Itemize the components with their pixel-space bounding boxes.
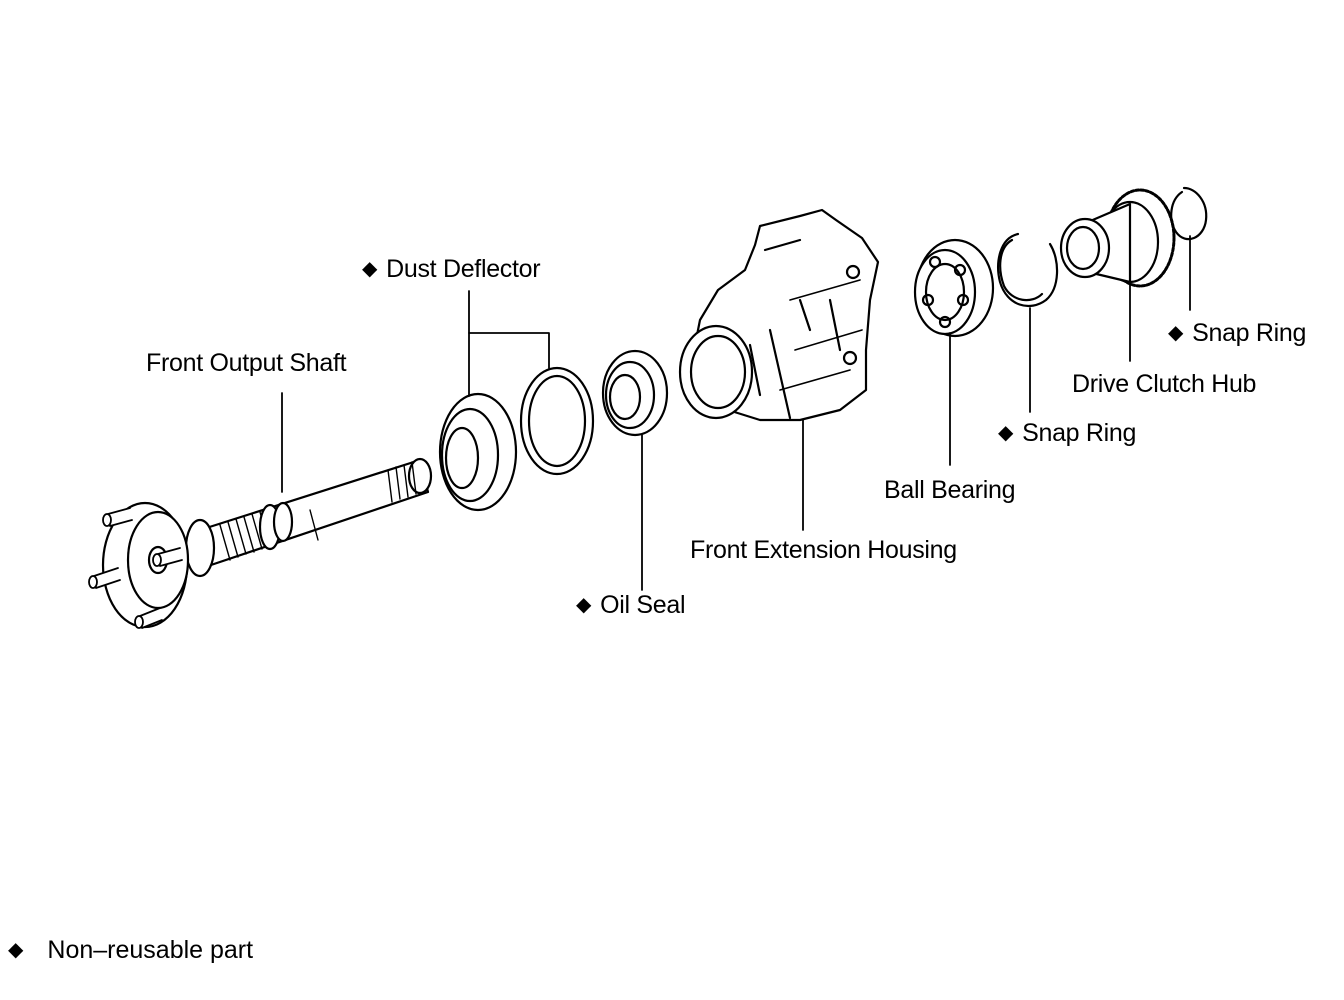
- ball-bearing-label: Ball Bearing: [884, 476, 1016, 504]
- snap-ring-2-drawing: [1170, 186, 1208, 311]
- front-extension-housing-label: Front Extension Housing: [690, 536, 957, 564]
- dust-deflector-label: ◆Dust Deflector: [362, 255, 541, 283]
- snap-ring-1-drawing: [997, 232, 1059, 413]
- non-reusable-marker-icon: ◆: [1168, 322, 1184, 344]
- oil-seal-drawing: [601, 349, 669, 591]
- front-output-shaft-drawing: [88, 392, 433, 629]
- non-reusable-marker-icon: ◆: [362, 258, 378, 280]
- ball-bearing-drawing: [913, 238, 995, 466]
- front-output-shaft-label: Front Output Shaft: [146, 349, 347, 377]
- drive-clutch-hub-drawing: [1059, 188, 1176, 362]
- snap-ring-2-label: ◆Snap Ring: [1168, 319, 1307, 347]
- legend-text: Non–reusable part: [47, 936, 254, 964]
- legend: ◆ Non–reusable part: [8, 938, 253, 963]
- non-reusable-marker-icon: ◆: [576, 594, 592, 616]
- drive-clutch-hub-label: Drive Clutch Hub: [1072, 370, 1257, 398]
- oil-seal-label: ◆Oil Seal: [576, 591, 686, 619]
- front-extension-housing-drawing: [678, 208, 880, 531]
- non-reusable-marker-icon: ◆: [8, 939, 24, 961]
- dust-deflector-drawing: [438, 290, 595, 512]
- non-reusable-marker-icon: ◆: [998, 422, 1014, 444]
- snap-ring-1-label: ◆Snap Ring: [998, 419, 1137, 447]
